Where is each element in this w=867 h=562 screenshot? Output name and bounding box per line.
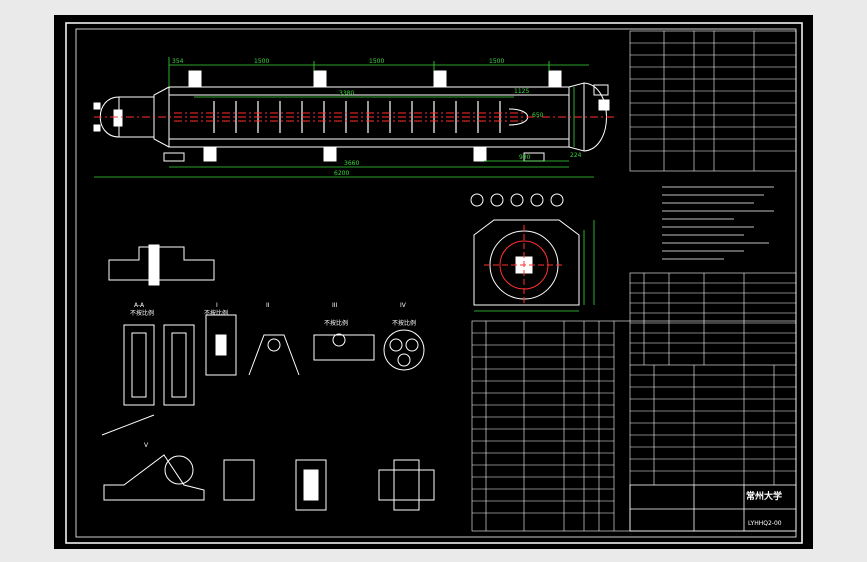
drawing-sheet: 354 1500 1500 1500 3380 3660 6200 930 22… (54, 15, 813, 549)
view-label-5: V (144, 442, 149, 449)
dim-top-1: 354 (172, 58, 184, 65)
parts-list-table (471, 320, 797, 532)
section-aa-dims (474, 220, 595, 312)
dim-top-2: 1500 (254, 58, 269, 65)
detail-views (101, 244, 435, 511)
dim-top-3: 1500 (369, 58, 384, 65)
dim-side-a: 1125 (514, 88, 529, 95)
title-block (629, 484, 797, 532)
view-label-3: III (332, 302, 338, 309)
title-school: 常州大学 (746, 490, 782, 502)
drawing-canvas: 354 1500 1500 1500 3380 3660 6200 930 22… (65, 22, 803, 544)
sheet-border (65, 22, 803, 544)
main-vessel-view (93, 70, 610, 162)
section-aa-view (470, 193, 580, 306)
scale-note-1: 不按比例 (204, 309, 228, 317)
dim-inner: 3380 (339, 90, 354, 97)
dimension-lines (94, 57, 594, 178)
title-drawing-number: LYHHQ2-00 (748, 520, 782, 527)
dim-bottom-2: 6200 (334, 170, 349, 177)
scale-note-4: 不按比例 (392, 319, 416, 327)
dim-bottom-1: 3660 (344, 160, 359, 167)
view-label-1: I (216, 302, 218, 309)
nozzle-table (629, 272, 797, 366)
scale-note-aa: 不按比例 (130, 309, 154, 317)
center-lines (94, 112, 614, 122)
view-label-2: II (266, 302, 270, 309)
dim-bottom-4: 224 (570, 152, 582, 159)
technical-notes (662, 186, 774, 260)
view-label-4: IV (400, 302, 407, 309)
dim-vertical: 650 (532, 112, 544, 119)
dim-bottom-3: 930 (519, 154, 531, 161)
design-data-table (629, 30, 797, 172)
scale-note-3: 不按比例 (324, 319, 348, 327)
view-label-aa: A-A (134, 302, 145, 309)
detail-labels: A-A I II III IV V 不按比例 不按比例 不按比例 不按比例 (130, 302, 416, 449)
dim-top-4: 1500 (489, 58, 504, 65)
